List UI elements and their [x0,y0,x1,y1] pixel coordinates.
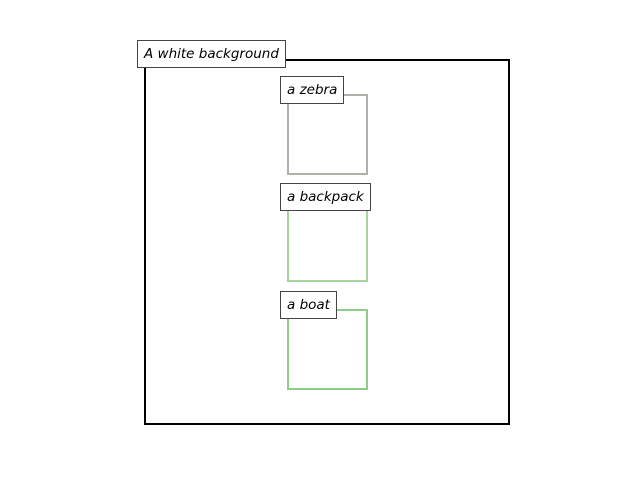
zebra-box [287,94,368,175]
canvas-frame [144,59,510,425]
zebra-label: a zebra [280,76,345,104]
canvas-label: A white background [137,40,286,68]
backpack-label: a backpack [280,183,371,211]
boat-label: a boat [280,291,337,319]
backpack-box [287,201,368,282]
boat-box [287,309,368,390]
